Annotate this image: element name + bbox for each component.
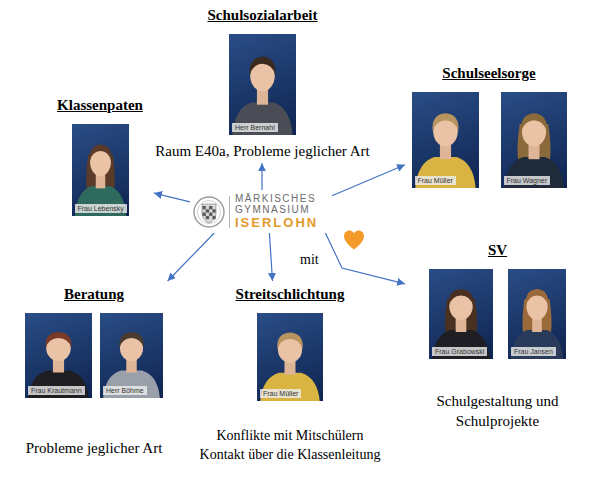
portrait-photo: Frau Krautmann (25, 313, 92, 398)
name-tag: Frau Müller (415, 176, 456, 185)
portrait-photo: Frau Müller (257, 313, 323, 401)
photo-row: Herr Bernahl (130, 34, 395, 135)
team-group: BeratungFrau Krautmann Herr BöhmeProbleme… (10, 281, 178, 460)
portrait-photo: Herr Böhme (100, 313, 163, 398)
name-tag: Herr Böhme (103, 386, 147, 395)
portrait-photo: Frau Müller (412, 92, 479, 188)
team-group: SchulseelsorgeFrau Müller Frau Wagner (405, 60, 573, 190)
name-tag: Frau Müller (260, 389, 301, 398)
school-town: ISERLOHN (235, 215, 329, 230)
section-heading: SV (405, 241, 590, 259)
section-description: Raum E40a, Probleme jeglicher Art (130, 141, 395, 161)
arrow-connector (154, 193, 190, 202)
photo-row: Frau Krautmann Herr Böhme (10, 313, 178, 398)
heart-symbol (342, 228, 366, 252)
connector-word: mit (300, 252, 319, 268)
portrait-photo: Frau Grabowski (429, 269, 493, 359)
portrait-photo: Frau Wagner (501, 92, 567, 188)
section-heading: Schulsozialarbeit (130, 6, 395, 24)
name-tag: Frau Wagner (504, 176, 551, 185)
arrow-connector (261, 163, 262, 190)
portrait-photo: Frau Jansen (508, 269, 566, 359)
team-group: StreitschlichtungFrau MüllerKonflikte mi… (195, 281, 385, 467)
section-heading: Klassenpaten (46, 96, 154, 114)
team-group: KlassenpatenFrau Lebensky (46, 92, 154, 218)
school-crest (193, 195, 225, 229)
logo-text: MÄRKISCHES GYMNASIUMISERLOHN (235, 193, 329, 230)
section-heading: Schulseelsorge (405, 64, 573, 82)
arrow-connector (325, 233, 405, 284)
name-tag: Frau Krautmann (28, 386, 85, 395)
section-description: Schulgestaltung und Schulprojekte (405, 391, 590, 432)
arrow-connector (332, 165, 405, 196)
name-tag: Frau Lebensky (75, 204, 127, 213)
photo-row: Frau Müller (195, 313, 385, 401)
school-name: MÄRKISCHES GYMNASIUM (235, 193, 329, 215)
school-logo: MÄRKISCHES GYMNASIUMISERLOHN (190, 190, 332, 233)
photo-row: Frau Müller Frau Wagner (405, 92, 573, 188)
team-group: SV Frau Grabowski Frau JansenSchulgestaltu… (405, 237, 590, 434)
photo-row: Frau Grabowski Frau Jansen (405, 269, 590, 359)
portrait-photo: Frau Lebensky (72, 124, 129, 216)
name-tag: Frau Grabowski (432, 347, 487, 356)
arrow-connector (168, 233, 215, 281)
divider-line (229, 196, 230, 228)
portrait-photo: Herr Bernahl (229, 34, 296, 135)
name-tag: Frau Jansen (511, 347, 556, 356)
name-tag: Herr Bernahl (232, 123, 278, 132)
section-description: Probleme jeglicher Art (10, 438, 178, 458)
section-description: Konflikte mit Mitschülern Kontakt über d… (195, 427, 385, 465)
team-group: SchulsozialarbeitHerr BernahlRaum E40a, … (130, 2, 395, 163)
section-heading: Streitschlichtung (195, 285, 385, 303)
section-heading: Beratung (10, 285, 178, 303)
photo-row: Frau Lebensky (46, 124, 154, 216)
arrow-connector (269, 233, 272, 281)
